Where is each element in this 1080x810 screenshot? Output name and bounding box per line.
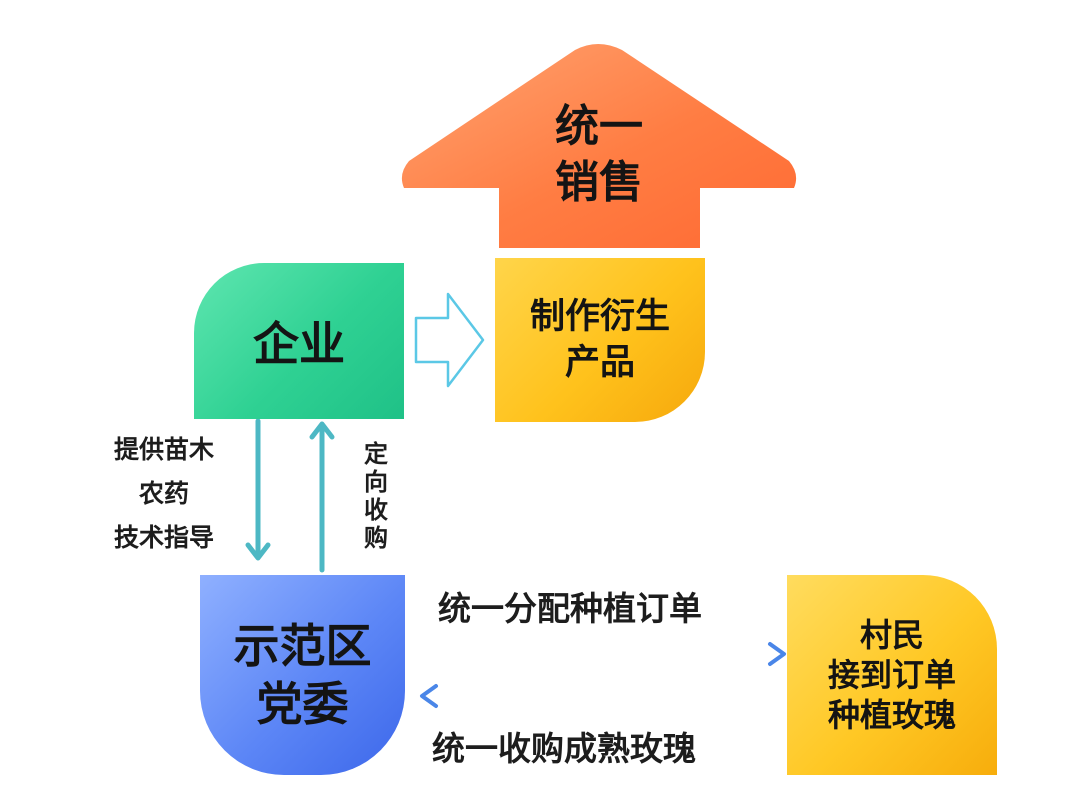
sales-arrow-shape [401, 44, 797, 248]
villagers-line-2: 接到订单 [827, 656, 956, 694]
supply-label: 提供苗木 农药 技术指导 [100, 428, 228, 560]
villagers-line-1: 村民 [859, 616, 924, 654]
purchase-label: 定 向 收 购 [356, 440, 396, 552]
committee-line-2: 党委 [256, 677, 349, 731]
enterprise-box: 企业 [194, 263, 404, 419]
purchase-char-1: 定 [364, 440, 388, 468]
committee-line-1: 示范区 [233, 619, 372, 673]
enterprise-label: 企业 [253, 317, 345, 371]
left-arrow-buy [420, 684, 786, 708]
supply-line-2: 农药 [138, 479, 189, 508]
purchase-char-3: 收 [364, 496, 388, 524]
sales-arrow-label: 统一 销售 [540, 99, 658, 211]
buy-label: 统一收购成熟玫瑰 [432, 729, 696, 768]
product-box: 制作衍生 产品 [495, 258, 705, 422]
supply-line-1: 提供苗木 [113, 435, 214, 464]
supply-line-3: 技术指导 [113, 523, 214, 552]
up-arrow-purchase [309, 421, 335, 573]
product-line-1: 制作衍生 [529, 297, 670, 337]
right-arrow-orders [416, 642, 786, 666]
sales-arrow-line-1: 统一 [555, 101, 643, 152]
down-arrow-supply [245, 418, 271, 561]
committee-box: 示范区 党委 [200, 575, 405, 775]
hollow-arrow-right [414, 292, 485, 388]
orders-label: 统一分配种植订单 [438, 589, 702, 628]
purchase-char-4: 购 [364, 524, 388, 552]
villagers-box: 村民 接到订单 种植玫瑰 [787, 575, 997, 775]
product-line-2: 产品 [564, 343, 635, 383]
sales-arrow-line-2: 销售 [555, 157, 643, 208]
villagers-line-3: 种植玫瑰 [827, 696, 956, 734]
purchase-char-2: 向 [364, 468, 388, 496]
